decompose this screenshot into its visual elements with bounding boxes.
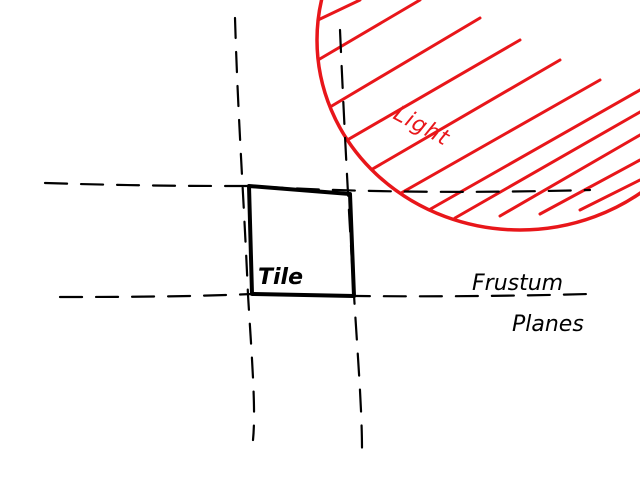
frustum-plane-vertical-right bbox=[338, 28, 364, 452]
frustum-label-line2: Planes bbox=[512, 312, 584, 337]
frustum-label-line1: Frustum bbox=[472, 271, 563, 296]
tile-square bbox=[247, 184, 356, 298]
frustum-plane-horizontal-bottom bbox=[58, 292, 590, 299]
light-label: Light bbox=[389, 101, 454, 151]
light-hatching bbox=[317, 0, 640, 220]
frustum-planes bbox=[43, 16, 592, 452]
frustum-plane-vertical-left bbox=[233, 16, 256, 442]
light-volume bbox=[315, 0, 640, 232]
light-outline bbox=[315, 0, 640, 232]
tile-label: Tile bbox=[258, 265, 303, 290]
